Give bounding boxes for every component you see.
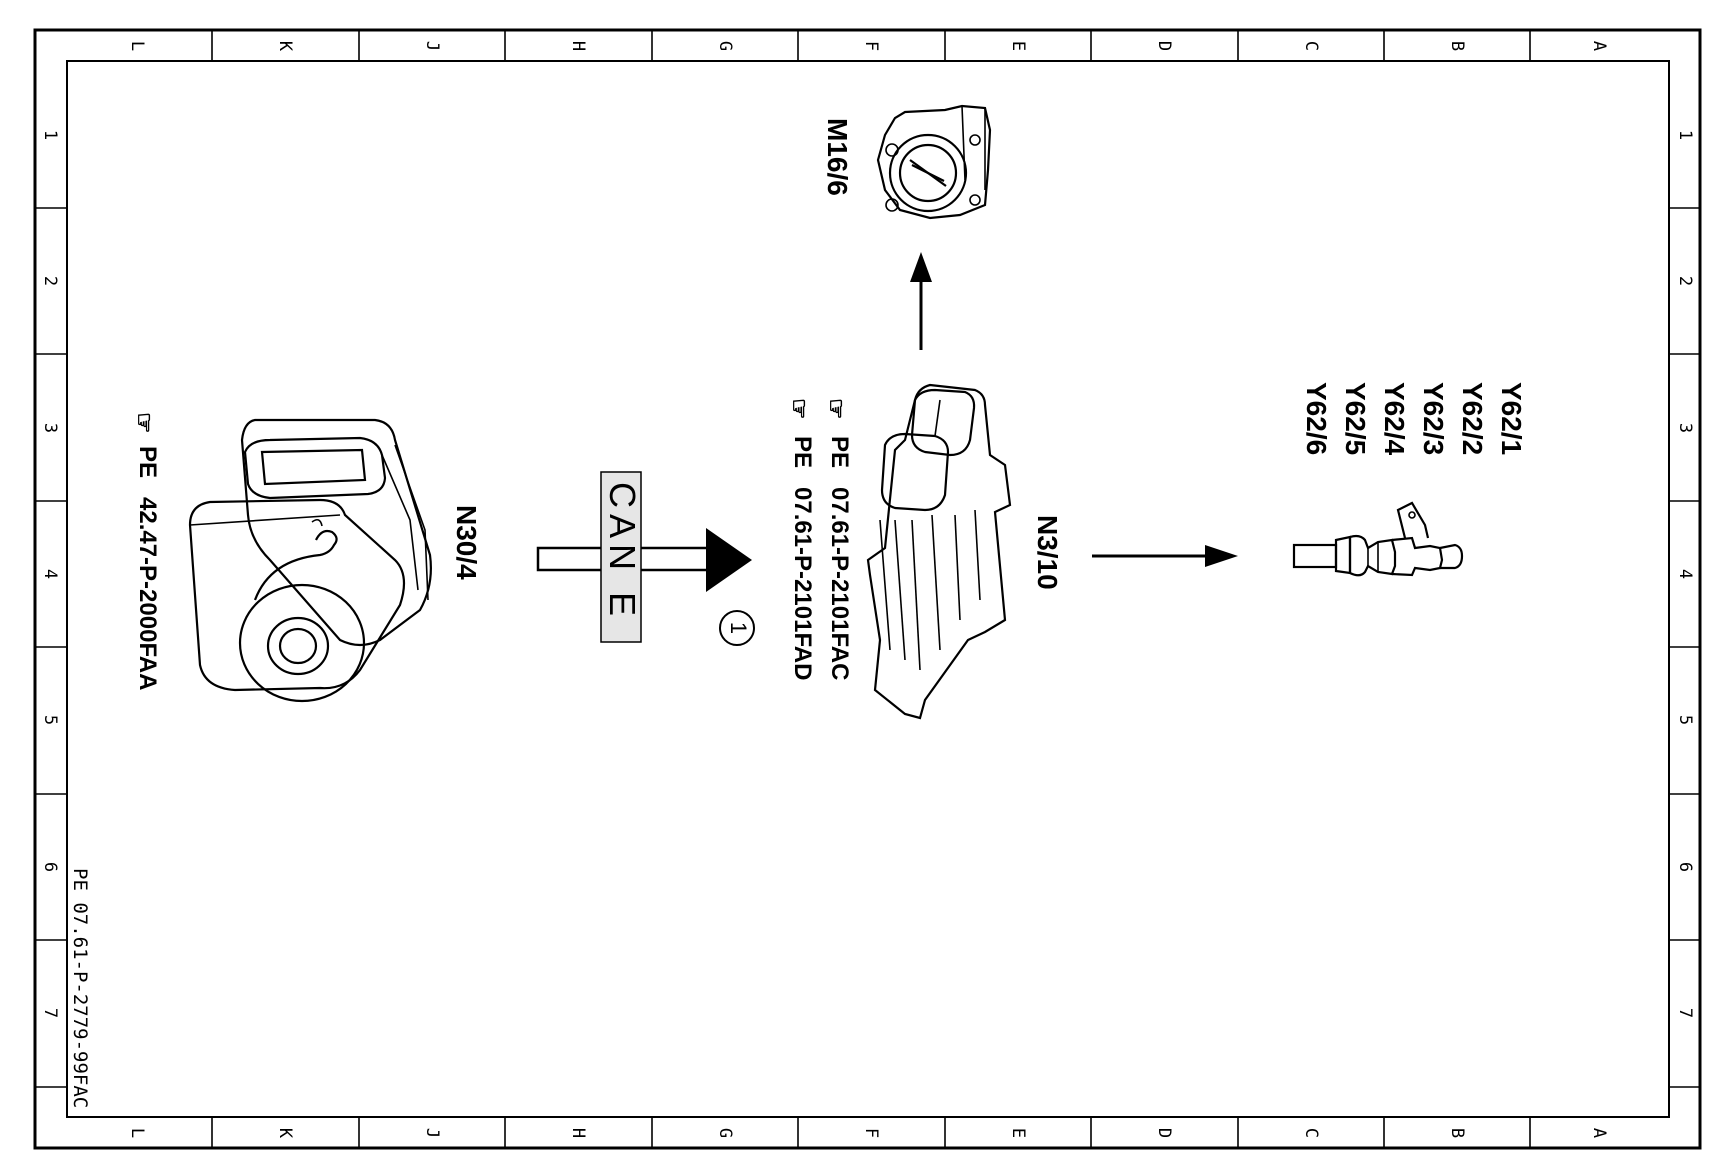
ecu-ref-1-prefix: PE <box>826 436 853 468</box>
arrow-to-throttle <box>910 252 932 350</box>
injector-codes: Y62/1 Y62/2 Y62/3 Y62/4 Y62/5 Y62/6 <box>1301 382 1527 456</box>
grid-number-5: 5 <box>1675 715 1695 725</box>
grid-number-6: 6 <box>1675 862 1695 872</box>
grid-letter-g: G <box>715 1128 735 1138</box>
grid-ticks <box>35 30 1700 1148</box>
grid-number-2: 2 <box>40 276 60 286</box>
ecu-ref-2-prefix: PE <box>789 436 816 468</box>
injector-code-2: Y62/2 <box>1457 382 1488 455</box>
grid-letter-b: B <box>1447 1128 1467 1138</box>
inner-frame <box>66 60 1670 1118</box>
grid-letter-b: B <box>1447 41 1467 51</box>
ecu-ref-1: 07.61-P-2101FAC <box>826 487 853 680</box>
grid-letters-bottom: L K J H G F E D C B A <box>127 1128 1609 1139</box>
hand-pointer-icon: ☞ <box>785 398 812 420</box>
can-bus-label: CAN E <box>602 482 643 622</box>
injector-code-6: Y62/6 <box>1301 382 1332 455</box>
grid-letter-l: L <box>127 1128 147 1138</box>
grid-number-1: 1 <box>1675 130 1695 140</box>
injector-code-1: Y62/1 <box>1496 382 1527 455</box>
grid-letter-j: J <box>422 41 442 51</box>
grid-numbers-right: 1 2 3 4 5 6 7 <box>1675 130 1695 1018</box>
grid-number-5: 5 <box>40 715 60 725</box>
ecu-references: ☞ PE 07.61-P-2101FAC ☞ PE 07.61-P-2101FA… <box>785 398 853 680</box>
grid-letter-e: E <box>1008 1128 1028 1138</box>
ecu-ref-2: 07.61-P-2101FAD <box>789 487 816 680</box>
grid-letter-k: K <box>275 1128 295 1139</box>
hand-pointer-icon: ☞ <box>130 412 157 434</box>
grid-letter-c: C <box>1301 41 1321 51</box>
grid-letter-c: C <box>1301 1128 1321 1138</box>
grid-letter-a: A <box>1589 1128 1609 1138</box>
grid-number-3: 3 <box>1675 423 1695 433</box>
injector-code-5: Y62/5 <box>1340 382 1371 455</box>
outer-frame <box>33 28 1702 1150</box>
grid-number-7: 7 <box>40 1008 60 1018</box>
ecu-illustration <box>866 383 1012 720</box>
grid-letter-d: D <box>1154 41 1174 51</box>
abs-unit-ref: 42.47-P-2000FAA <box>134 497 161 690</box>
grid-letter-j: J <box>422 1128 442 1138</box>
grid-number-3: 3 <box>40 423 60 433</box>
injector-illustration <box>1292 501 1464 577</box>
throttle-illustration <box>876 104 992 220</box>
injector-code-4: Y62/4 <box>1379 382 1410 456</box>
grid-number-7: 7 <box>1675 1008 1695 1018</box>
grid-letter-g: G <box>715 41 735 51</box>
grid-letter-d: D <box>1154 1128 1174 1138</box>
grid-letter-a: A <box>1589 41 1609 51</box>
grid-letter-e: E <box>1008 41 1028 51</box>
grid-letter-f: F <box>861 41 881 51</box>
can-bus-arrow <box>536 471 752 643</box>
reference-marker-number: 1 <box>726 622 751 634</box>
grid-letters-top: L K J H G F E D C B A <box>127 41 1609 52</box>
grid-letter-h: H <box>568 41 588 51</box>
grid-letter-f: F <box>861 1128 881 1138</box>
hand-pointer-icon: ☞ <box>822 398 849 420</box>
grid-letter-l: L <box>127 41 147 51</box>
abs-unit-code: N30/4 <box>451 505 482 580</box>
abs-unit-ref-prefix: PE <box>134 446 161 478</box>
arrow-to-injectors <box>1092 545 1238 567</box>
grid-number-4: 4 <box>40 569 60 579</box>
grid-number-6: 6 <box>40 862 60 872</box>
grid-number-2: 2 <box>1675 276 1695 286</box>
grid-letter-h: H <box>568 1128 588 1138</box>
grid-letter-k: K <box>275 41 295 52</box>
throttle-code: M16/6 <box>822 118 853 196</box>
grid-number-4: 4 <box>1675 569 1695 579</box>
can-label-box <box>600 471 642 643</box>
injector-code-3: Y62/3 <box>1418 382 1449 455</box>
document-reference: PE 07.61-P-2779-99FAC <box>69 868 91 1108</box>
grid-number-1: 1 <box>40 130 60 140</box>
reference-marker: 1 <box>719 610 755 646</box>
abs-unit-reference: ☞ PE 42.47-P-2000FAA <box>130 412 161 690</box>
ecu-code: N3/10 <box>1032 515 1063 590</box>
abs-unit-illustration <box>188 418 432 703</box>
grid-numbers-left: 1 2 3 4 5 6 7 <box>40 130 60 1018</box>
